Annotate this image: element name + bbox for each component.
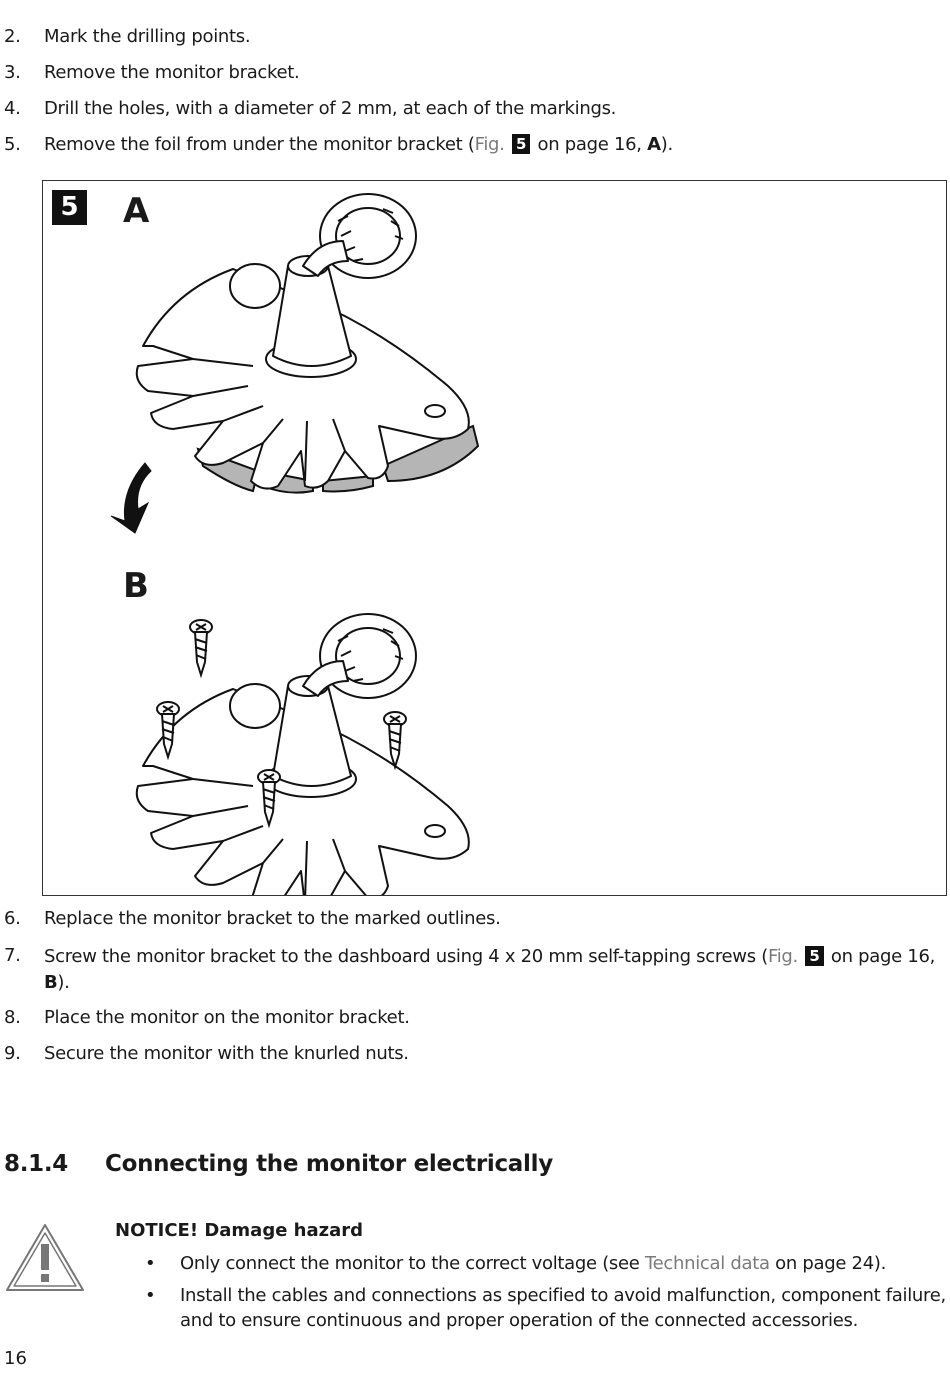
- warning-triangle-icon: [6, 1224, 84, 1291]
- step-text: Secure the monitor with the knurled nuts…: [44, 1043, 409, 1064]
- figure-part-label: B: [44, 972, 58, 993]
- page-number: 16: [4, 1348, 27, 1369]
- figure-badge: 5: [512, 134, 531, 154]
- step-number: 4.: [4, 98, 21, 119]
- technical-data-link[interactable]: Technical data: [645, 1253, 770, 1274]
- figure-5: 5 A B: [42, 180, 947, 896]
- step-text: Mark the drilling points.: [44, 26, 251, 47]
- step-text: Replace the monitor bracket to the marke…: [44, 908, 501, 929]
- step-number: 9.: [4, 1043, 21, 1064]
- curved-arrow-icon: [110, 462, 152, 534]
- step-text: Screw the monitor bracket to the dashboa…: [44, 946, 936, 993]
- screw-icon: [189, 619, 213, 676]
- step-text: Place the monitor on the monitor bracket…: [44, 1007, 410, 1028]
- step-text: Drill the holes, with a diameter of 2 mm…: [44, 98, 617, 119]
- bracket-illustration: [110, 193, 480, 895]
- screw-icon: [383, 711, 407, 768]
- bullet-symbol: •: [145, 1285, 156, 1306]
- step-number: 6.: [4, 908, 21, 929]
- step-number: 7.: [4, 945, 21, 966]
- step-number: 5.: [4, 134, 21, 155]
- notice-title: NOTICE! Damage hazard: [115, 1220, 364, 1241]
- figure-label-b: B: [123, 566, 149, 606]
- section-title: Connecting the monitor electrically: [105, 1151, 553, 1177]
- step-item: 7. Screw the monitor bracket to the dash…: [0, 944, 940, 994]
- bullet-text: Install the cables and connections as sp…: [180, 1285, 946, 1331]
- figure-badge: 5: [805, 946, 824, 966]
- figure-label-a: A: [123, 191, 150, 231]
- figure-number: 5: [52, 190, 87, 225]
- bullet-text: Only connect the monitor to the correct …: [180, 1253, 887, 1274]
- figure-link[interactable]: Fig.: [474, 134, 505, 155]
- step-number: 2.: [4, 26, 21, 47]
- bullet-symbol: •: [145, 1253, 156, 1274]
- figure-part-label: A: [647, 134, 661, 155]
- step-text: Remove the monitor bracket.: [44, 62, 300, 83]
- figure-link[interactable]: Fig.: [767, 946, 798, 967]
- step-number: 3.: [4, 62, 21, 83]
- step-text: Remove the foil from under the monitor b…: [44, 134, 673, 155]
- step-number: 8.: [4, 1007, 21, 1028]
- section-number: 8.1.4: [4, 1151, 68, 1177]
